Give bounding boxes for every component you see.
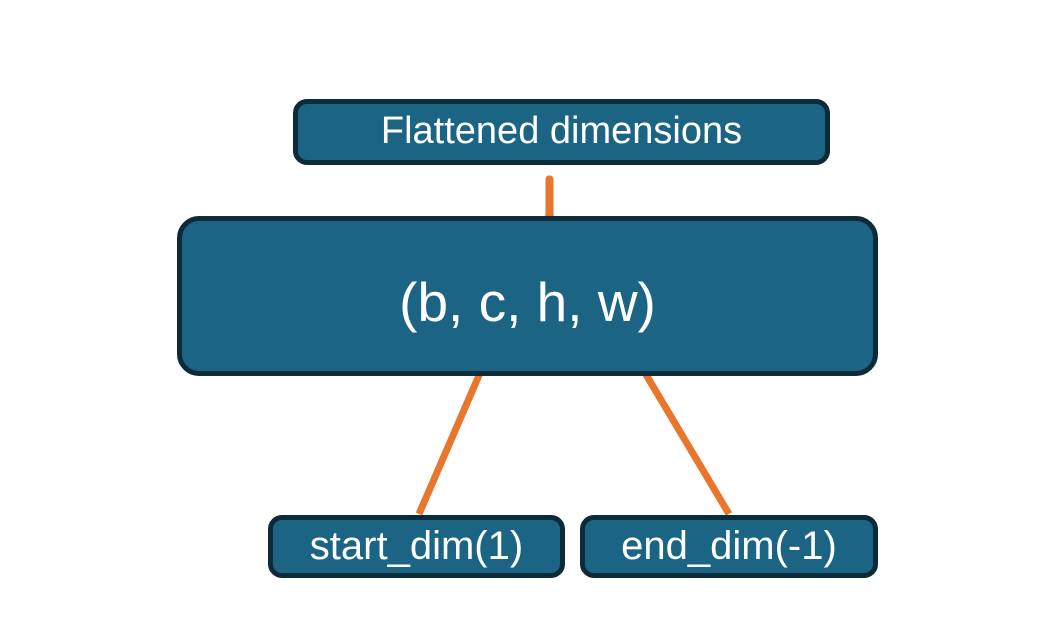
node-end-dim-label: end_dim(-1) <box>621 523 837 568</box>
node-tensor-shape[interactable]: (b, c, h, w) <box>177 216 878 376</box>
node-tensor-shape-label: (b, c, h, w) <box>399 270 656 333</box>
node-flattened-dimensions-label: Flattened dimensions <box>380 110 743 152</box>
node-start-dim[interactable]: start_dim(1) <box>268 515 565 578</box>
node-flattened-dimensions[interactable]: Flattened dimensions <box>293 99 830 165</box>
node-start-dim-label: start_dim(1) <box>309 523 524 568</box>
node-end-dim[interactable]: end_dim(-1) <box>580 515 878 578</box>
